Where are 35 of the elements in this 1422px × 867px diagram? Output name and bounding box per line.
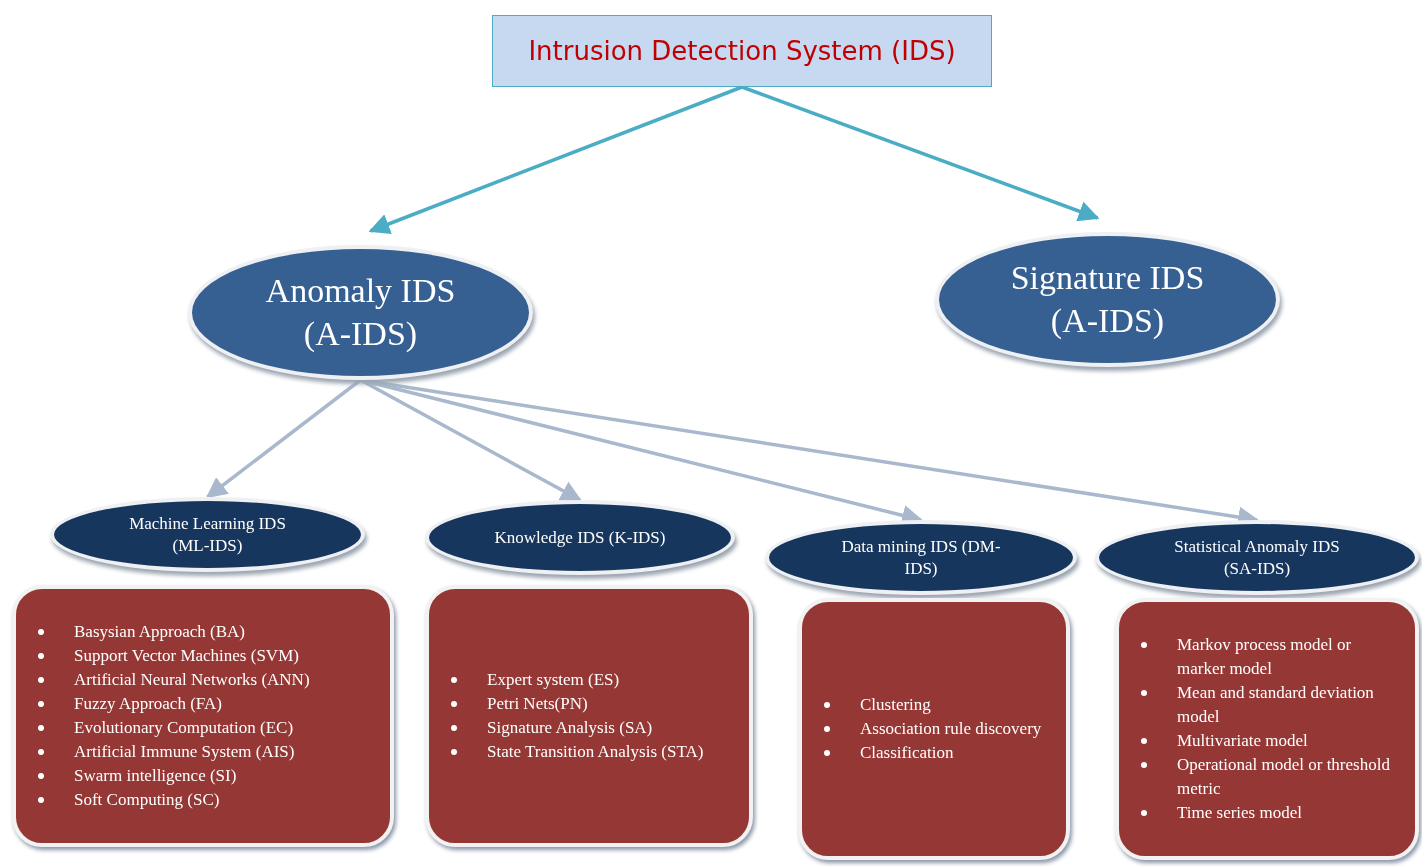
ellipse-label: Signature IDS (A-IDS): [1009, 258, 1206, 341]
list-item: Fuzzy Approach (FA): [36, 692, 310, 716]
list-item: Multivariate model: [1139, 729, 1403, 753]
ellipse-label: Knowledge IDS (K-IDS): [494, 526, 666, 549]
arrow: [368, 85, 743, 234]
method-list-card: [425, 585, 753, 847]
list-item: Mean and standard deviation model: [1139, 681, 1403, 729]
list-item: Swarm intelligence (SI): [36, 764, 310, 788]
list-item: Operational model or threshold metric: [1139, 753, 1403, 801]
method-list-card: [12, 585, 394, 847]
list-item: Classification: [822, 741, 1042, 765]
ellipse-label: Machine Learning IDS (ML-IDS): [128, 513, 287, 556]
list-item: Artificial Neural Networks (ANN): [36, 668, 310, 692]
title-box: [492, 15, 992, 87]
list-item: Markov process model or marker model: [1139, 633, 1403, 681]
list-item: Clustering: [822, 693, 1042, 717]
list-item: Petri Nets(PN): [449, 692, 704, 716]
list-item: Basysian Approach (BA): [36, 620, 310, 644]
list-item: Signature Analysis (SA): [449, 716, 704, 740]
list-item: Soft Computing (SC): [36, 788, 310, 812]
box-label: Intrusion Detection System (IDS): [528, 36, 956, 66]
list-item: Expert system (ES): [449, 668, 704, 692]
ellipse-label: Anomaly IDS (A-IDS): [264, 271, 457, 354]
ellipse-label: Statistical Anomaly IDS (SA-IDS): [1173, 536, 1341, 579]
ellipse-label: Data mining IDS (DM-IDS): [840, 536, 1002, 579]
list-item: Time series model: [1139, 801, 1403, 825]
method-list-card: [798, 598, 1070, 860]
list-item: Support Vector Machines (SVM): [36, 644, 310, 668]
list-item: Artificial Immune System (AIS): [36, 740, 310, 764]
list-item: Association rule discovery: [822, 717, 1042, 741]
list-item: Evolutionary Computation (EC): [36, 716, 310, 740]
arrow: [741, 85, 1100, 222]
list-item: State Transition Analysis (STA): [449, 740, 704, 764]
arrow: [205, 378, 362, 499]
method-list-card: [1115, 598, 1419, 860]
